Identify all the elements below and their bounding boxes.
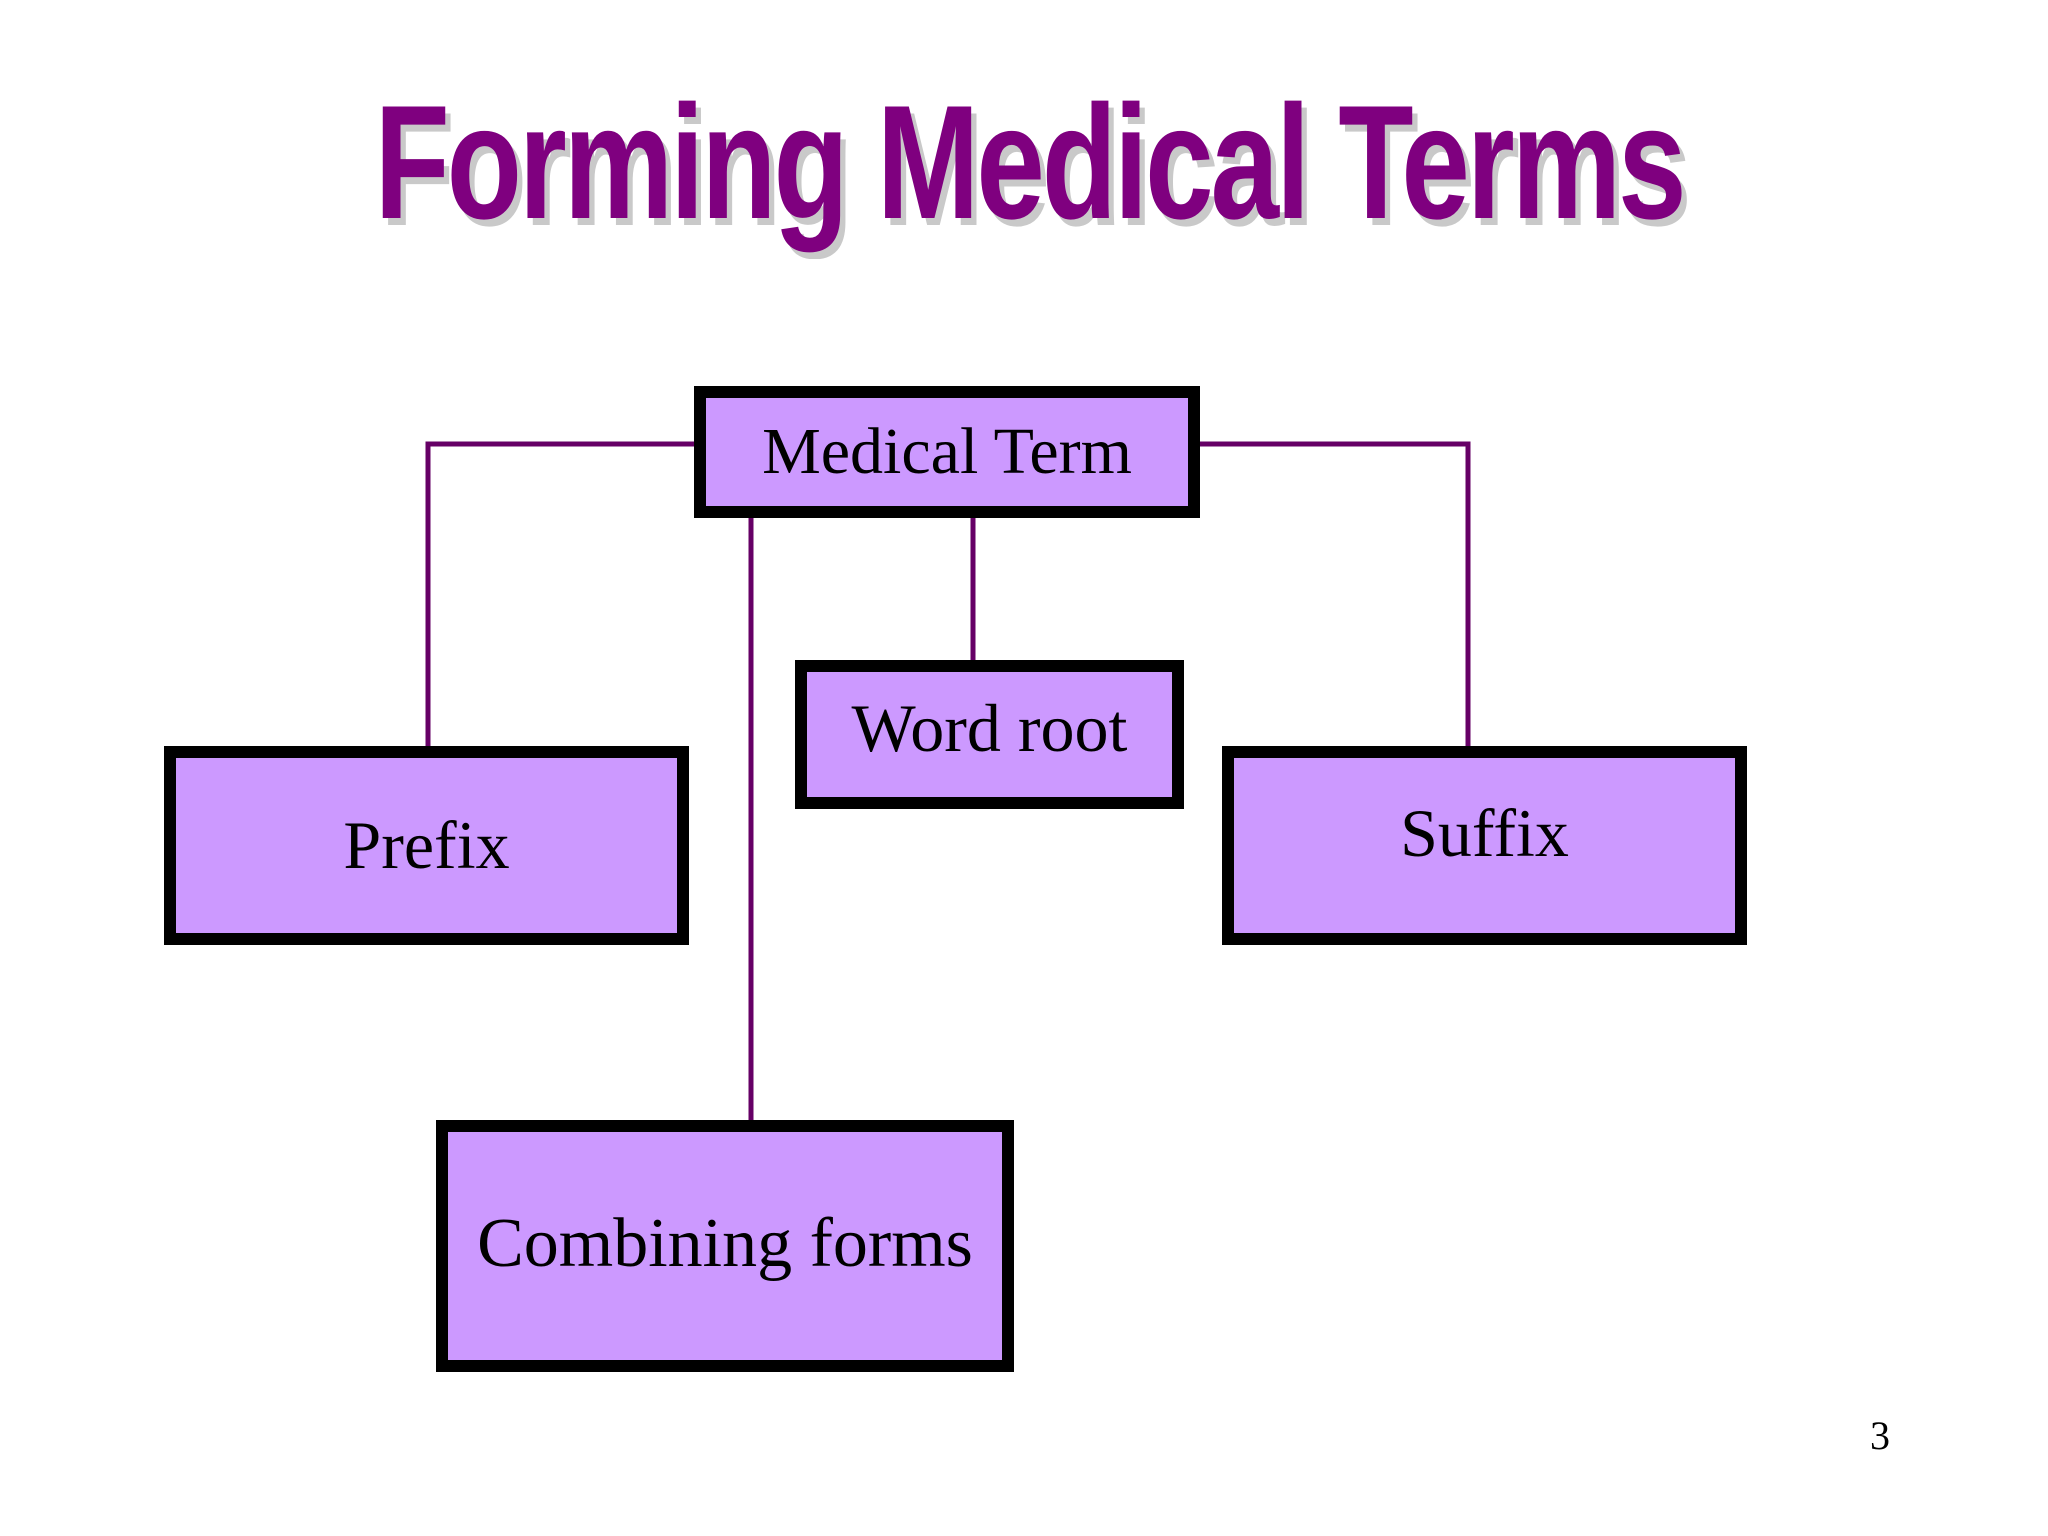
slide-title: Forming Medical Terms — [374, 72, 1687, 253]
connector-prefix — [425, 441, 703, 748]
connector-suffix — [1196, 441, 1471, 748]
medical-term-box: Medical Term — [694, 386, 1200, 518]
combining-forms-label: Combining forms — [477, 1205, 973, 1282]
prefix-label: Prefix — [343, 807, 510, 883]
page-number: 3 — [1870, 1413, 1890, 1458]
suffix-label: Suffix — [1400, 795, 1569, 871]
word-root-label: Word root — [851, 690, 1128, 766]
prefix-box: Prefix — [164, 746, 689, 945]
combining-forms-box: Combining forms — [436, 1120, 1014, 1372]
medical-term-label: Medical Term — [762, 415, 1132, 488]
suffix-box: Suffix — [1222, 746, 1747, 945]
word-root-box: Word root — [795, 660, 1184, 809]
